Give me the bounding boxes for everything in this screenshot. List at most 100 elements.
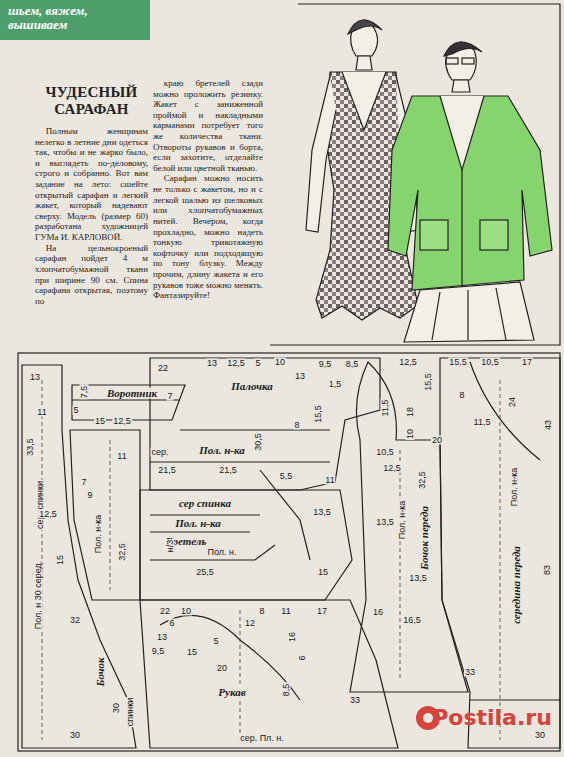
pattern-outlines: [18, 353, 560, 751]
dimension-number: Пол. н.: [207, 548, 238, 557]
dimension-number: 15: [56, 554, 65, 566]
article-paragraph: Полным женщинам нелегко в летние дни оде…: [35, 126, 148, 243]
dimension-number: 9: [86, 491, 93, 500]
dimension-number: 20: [431, 436, 443, 445]
dimension-number: 30,5: [254, 432, 263, 452]
dimension-number: 12,5: [382, 464, 402, 473]
piece-name: Рукав: [217, 687, 246, 698]
dimension-number: 24: [508, 396, 517, 408]
piece-name: середина переда: [511, 545, 522, 625]
pattern-stroke: [446, 58, 458, 64]
dimension-number: 15,5: [448, 358, 468, 367]
piece-name: Палочка: [230, 381, 274, 392]
pattern-stroke: [452, 80, 470, 92]
piece-name: сер спинка: [178, 498, 232, 509]
dimension-number: 11,5: [381, 399, 390, 418]
article-title: ЧУДЕСНЫЙ САРАФАН: [35, 84, 148, 117]
dimension-number: 10: [180, 607, 192, 616]
dimension-number: 33: [349, 696, 361, 705]
piece-name: Пол. н-ка: [198, 445, 246, 456]
pattern-stroke: [270, 4, 560, 345]
dimension-number: 16: [288, 631, 297, 643]
dimension-number: 11: [324, 476, 335, 485]
dimension-number: 8: [458, 391, 465, 400]
pattern-stroke: [150, 515, 275, 560]
fashion-sketch: [270, 4, 560, 345]
dimension-number: н/3: [166, 539, 175, 553]
dimension-number: 43: [544, 419, 553, 431]
dimension-number: 11: [280, 607, 291, 616]
pattern-stroke: [350, 362, 468, 692]
dimension-number: сер. Пл. н.: [239, 734, 285, 743]
pattern-stroke: [356, 56, 372, 70]
dimension-number: 16: [372, 608, 384, 617]
dimension-number: сер. спинки: [36, 480, 45, 530]
dimension-number: 7,5: [80, 385, 89, 400]
pattern-stroke: [480, 220, 508, 250]
dimension-number: сер.: [150, 448, 169, 457]
piece-name: Воротник: [106, 388, 158, 399]
piece-name: Бочок: [95, 656, 106, 687]
dimension-number: 17: [316, 607, 328, 616]
pattern-stroke: [462, 58, 474, 64]
dimension-number: 18: [406, 406, 415, 418]
dimension-number: 21,5: [218, 466, 238, 475]
dimension-number: 12,5: [398, 358, 418, 367]
dimension-number: Пол. н-ка: [94, 514, 103, 555]
pattern-stroke: [140, 490, 352, 600]
dimension-number: 20: [216, 664, 228, 673]
dimension-number: 15: [186, 648, 198, 657]
dimension-number: спинки: [126, 697, 135, 727]
pattern-stroke: [18, 353, 560, 751]
dimension-number: 15,5: [314, 404, 323, 424]
dimension-number: 13: [29, 373, 41, 382]
pattern-stroke: [461, 170, 462, 285]
dimension-number: 12,5: [38, 510, 58, 519]
dimension-number: 5: [212, 637, 219, 646]
pattern-stroke: [342, 72, 386, 130]
banner-text: шьем, вяжем, вышиваем: [8, 4, 142, 33]
dimension-number: 13,5: [408, 574, 428, 583]
pattern-stroke: [150, 358, 380, 490]
dimension-number: 13: [156, 633, 168, 642]
piece-name: Пол. н-ка: [174, 518, 222, 529]
pattern-stroke: [440, 96, 484, 170]
dimension-number: 32,5: [118, 542, 127, 562]
watermark: Postila.ru: [431, 707, 553, 729]
dimension-number: 13: [206, 359, 218, 368]
dimension-number: Пол. н 30 серед.: [34, 560, 43, 631]
dimension-number: 10,5: [375, 448, 395, 457]
dimension-number: 30: [69, 731, 81, 740]
dimension-number: Пол. н-ка: [510, 467, 519, 508]
section-banner: шьем, вяжем, вышиваем: [0, 0, 150, 40]
pattern-stroke: [404, 282, 534, 342]
dimension-number: 11,5: [473, 418, 492, 427]
pattern-stroke: [140, 600, 398, 748]
dimension-number: 8,5: [345, 360, 360, 369]
dimension-number: 15: [317, 568, 329, 577]
grain-lines: [42, 380, 500, 740]
pattern-stroke: [22, 365, 136, 748]
dimension-number: 7: [80, 478, 87, 487]
pattern-stroke: [432, 288, 506, 340]
pattern-stroke: [150, 430, 330, 462]
dimension-number: 17: [521, 358, 533, 367]
dimension-number: 5: [72, 406, 79, 415]
dimension-number: 9,5: [151, 647, 166, 656]
dimension-number: 30: [112, 702, 121, 714]
dimension-number: 15: [94, 417, 106, 426]
dimension-number: 10: [274, 358, 286, 367]
dimension-number: 8,5: [282, 683, 291, 698]
dimension-number: 7: [166, 392, 173, 401]
dimension-number: 8: [293, 421, 300, 430]
article-paragraph: Сарафан можно носить не только с жакетом…: [153, 173, 263, 300]
dimension-number: 9,5: [318, 360, 333, 369]
dimension-number: 32,5: [418, 470, 427, 490]
dimension-number: 12,5: [226, 359, 246, 368]
dimension-number: 21,5: [157, 466, 177, 475]
pattern-stroke: [160, 615, 300, 700]
dimension-number: 10: [406, 428, 415, 440]
text-column: краю бретелей сзади можно проложить рези…: [153, 78, 263, 301]
dimension-number: 25,5: [195, 568, 215, 577]
dimension-number: 15,5: [424, 372, 433, 392]
